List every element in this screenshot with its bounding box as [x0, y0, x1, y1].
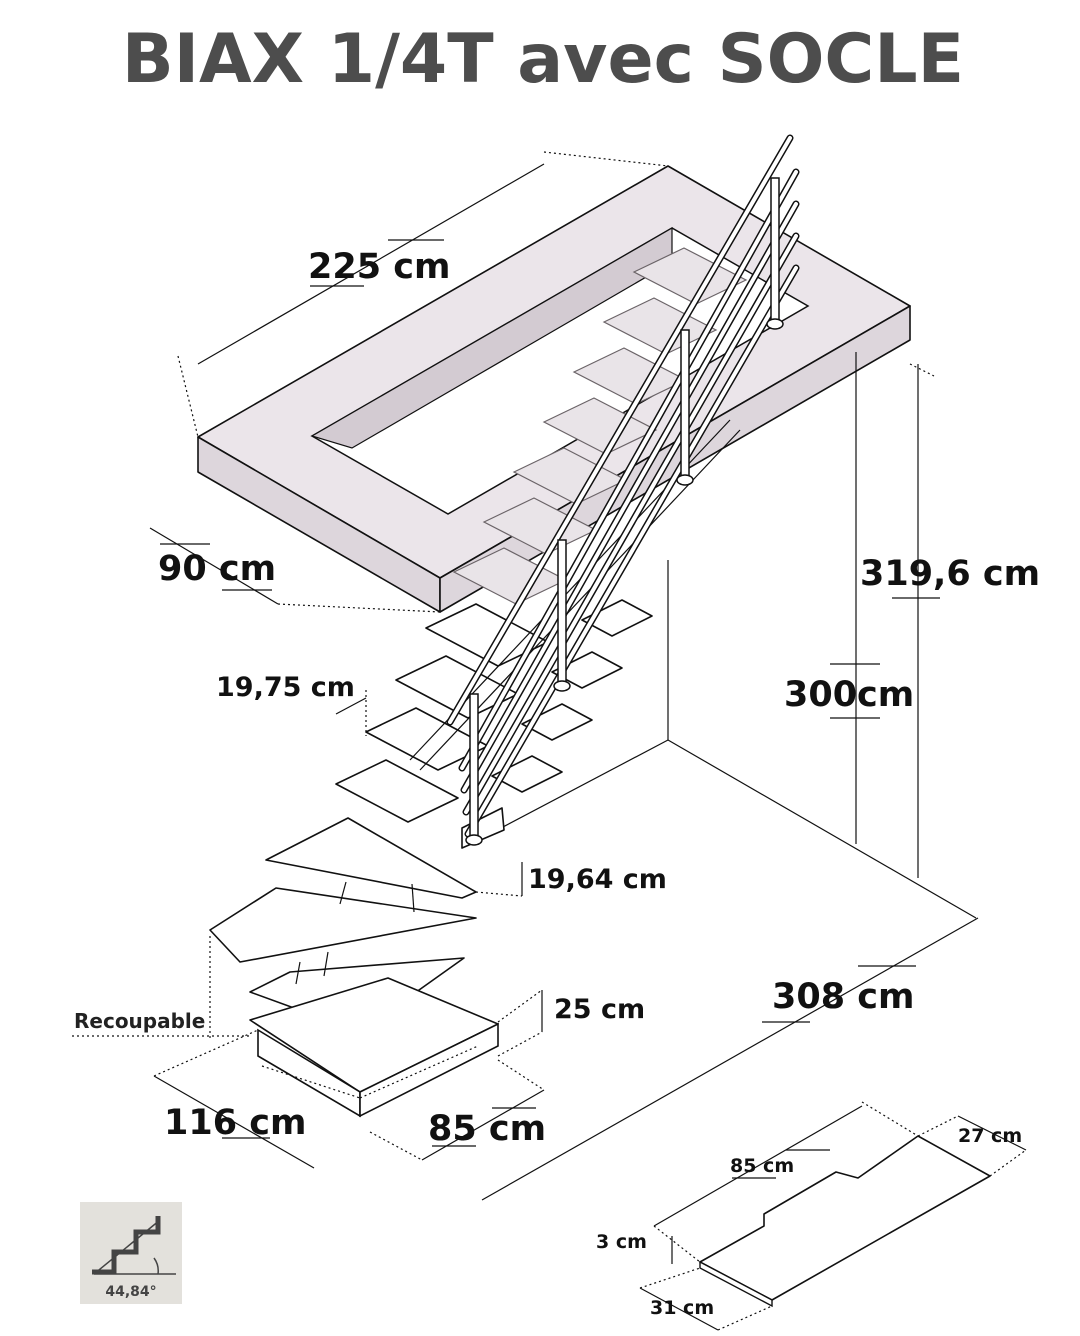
room-outline	[481, 560, 977, 919]
tread-thickness-label: 3 cm	[596, 1231, 647, 1253]
dim-total-height: 319,6 cm	[860, 554, 1040, 594]
tread-width-label: 27 cm	[958, 1125, 1022, 1147]
stair-slope-icon	[92, 1216, 176, 1275]
handrail	[446, 134, 800, 846]
dim-floor-length: 308 cm	[772, 977, 914, 1017]
socle-base	[249, 977, 499, 1118]
dim-base-width: 85 cm	[428, 1109, 546, 1149]
page-title: BIAX 1/4T avec SOCLE	[122, 20, 964, 99]
hidden-treads	[452, 247, 748, 605]
dim-lower-rise: 19,64 cm	[528, 864, 667, 895]
recoupable-note: Recoupable	[74, 1009, 205, 1033]
dim-length: 225 cm	[308, 247, 450, 287]
slope-angle: 44,84°	[105, 1284, 156, 1300]
straight-treads	[335, 599, 653, 849]
dim-upper-rise: 19,75 cm	[216, 672, 355, 703]
dim-socle-height: 25 cm	[554, 994, 645, 1025]
dim-base-depth: 116 cm	[164, 1103, 306, 1143]
slope-badge: 44,84°	[80, 1202, 182, 1304]
tread-narrow-width-label: 31 cm	[650, 1297, 714, 1319]
tread-length-label: 85 cm	[730, 1155, 794, 1177]
dimension-lines	[72, 151, 979, 1201]
tread-detail	[639, 1101, 1027, 1331]
dim-floor-height: 300cm	[784, 675, 914, 715]
dim-width: 90 cm	[158, 549, 276, 589]
